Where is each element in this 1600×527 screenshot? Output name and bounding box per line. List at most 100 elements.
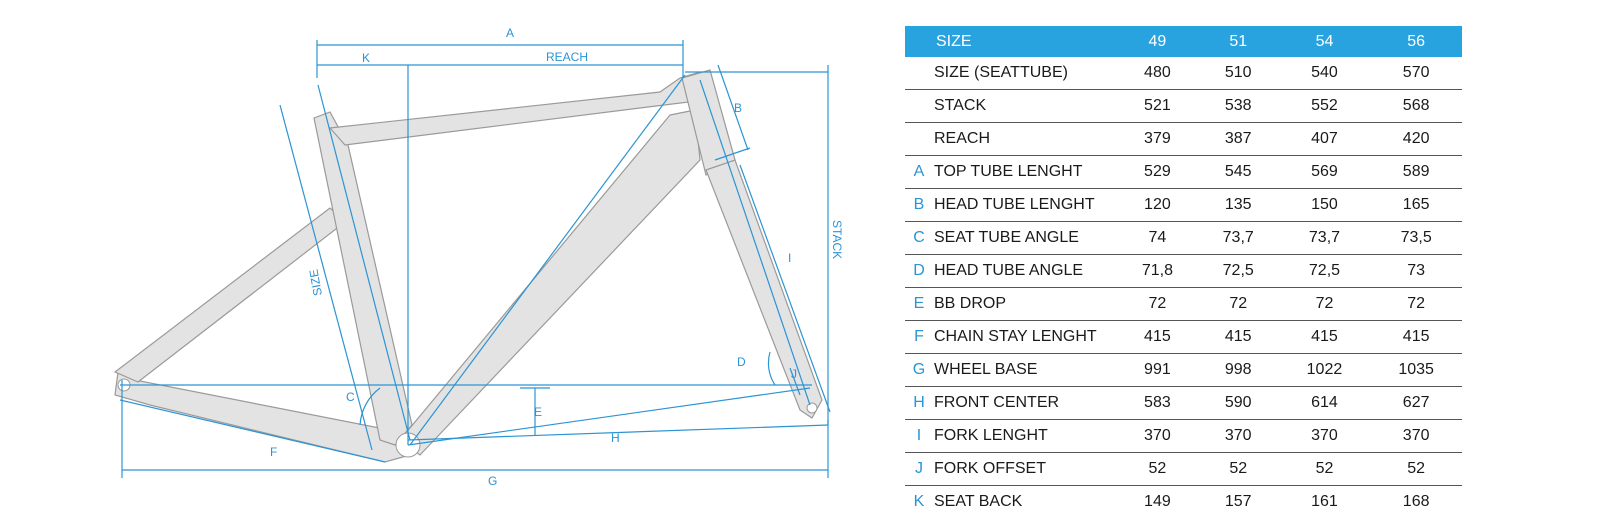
row-value: 370	[1278, 419, 1371, 453]
row-value: 52	[1117, 452, 1198, 486]
label-h: H	[611, 431, 620, 445]
table-header-row: SIZE 49 51 54 56	[905, 26, 1462, 57]
row-value: 583	[1117, 386, 1198, 420]
row-value: 538	[1197, 89, 1279, 123]
row-value: 73,5	[1370, 221, 1462, 255]
row-value: 415	[1117, 320, 1198, 354]
row-letter: B	[905, 188, 933, 222]
label-stack: STACK	[830, 220, 844, 259]
row-value: 52	[1370, 452, 1462, 486]
label-a: A	[506, 26, 514, 40]
row-letter: H	[905, 386, 933, 420]
row-value: 589	[1370, 155, 1462, 189]
header-size: SIZE	[933, 26, 1117, 57]
row-label: HEAD TUBE LENGHT	[933, 188, 1117, 222]
row-value: 529	[1117, 155, 1198, 189]
row-letter	[905, 57, 933, 90]
row-value: 73	[1370, 254, 1462, 288]
row-value: 72,5	[1278, 254, 1371, 288]
row-value: 415	[1278, 320, 1371, 354]
row-value: 72	[1197, 287, 1279, 321]
row-value: 480	[1117, 57, 1198, 90]
row-label: SEAT TUBE ANGLE	[933, 221, 1117, 255]
row-value: 590	[1197, 386, 1279, 420]
row-value: 379	[1117, 122, 1198, 156]
label-b: B	[734, 101, 742, 115]
row-value: 552	[1278, 89, 1371, 123]
row-value: 74	[1117, 221, 1198, 255]
row-value: 420	[1370, 122, 1462, 156]
row-label: STACK	[933, 89, 1117, 123]
label-d: D	[737, 355, 746, 369]
row-label: CHAIN STAY LENGHT	[933, 320, 1117, 354]
seat-tube	[313, 111, 413, 446]
row-value: 568	[1370, 89, 1462, 123]
row-value: 73,7	[1278, 221, 1371, 255]
row-value: 569	[1278, 155, 1371, 189]
header-size-56: 56	[1370, 26, 1462, 57]
row-value: 370	[1197, 419, 1279, 453]
row-letter: K	[913, 493, 925, 510]
row-value: 1022	[1278, 353, 1371, 387]
row-value: 627	[1370, 386, 1462, 420]
header-size-54: 54	[1278, 26, 1371, 57]
label-size: SIZE	[307, 268, 325, 297]
row-label: BB DROP	[933, 287, 1117, 321]
dimension-lines	[119, 40, 831, 478]
row-value: 545	[1197, 155, 1279, 189]
row-value: 570	[1370, 57, 1462, 90]
row-label: WHEEL BASE	[933, 353, 1117, 387]
row-value: 71,8	[1117, 254, 1198, 288]
row-letter	[905, 122, 933, 156]
row-label: SIZE (SEATTUBE)	[933, 57, 1117, 90]
down-tube	[399, 109, 701, 456]
row-value: 72	[1278, 287, 1371, 321]
row-value: 415	[1370, 320, 1462, 354]
row-letter: A	[905, 155, 933, 189]
row-value: 510	[1197, 57, 1279, 90]
row-value: 991	[1117, 353, 1198, 387]
row-value: 120	[1117, 188, 1198, 222]
row-value: 165	[1370, 188, 1462, 222]
header-size-49: 49	[1117, 26, 1198, 57]
row-value: 521	[1117, 89, 1198, 123]
label-c: C	[346, 390, 355, 404]
row-value: 52	[1197, 452, 1279, 486]
row-value: 135	[1197, 188, 1279, 222]
top-tube	[328, 71, 706, 146]
row-letter: I	[905, 419, 933, 453]
row-label: FRONT CENTER	[933, 386, 1117, 420]
row-value: 1035	[1370, 353, 1462, 387]
row-label: FORK OFFSET	[933, 452, 1117, 486]
row-letter: F	[905, 320, 933, 354]
row-value: 73,7	[1197, 221, 1279, 255]
row-letter	[905, 89, 933, 123]
fork-dropout	[806, 402, 818, 414]
row-value: 52	[1278, 452, 1371, 486]
label-i: I	[788, 251, 791, 265]
label-k: K	[362, 51, 370, 65]
header-size-51: 51	[1197, 26, 1279, 57]
label-j: J	[791, 367, 797, 381]
row-letter: J	[905, 452, 933, 486]
label-g: G	[488, 474, 497, 488]
row-value: 168	[1402, 493, 1430, 510]
row-value: 407	[1278, 122, 1371, 156]
row-value: 540	[1278, 57, 1371, 90]
row-letter: D	[905, 254, 933, 288]
row-value: 161	[1311, 493, 1338, 510]
row-value: 370	[1117, 419, 1198, 453]
row-label: TOP TUBE LENGHT	[933, 155, 1117, 189]
label-e: E	[534, 405, 542, 419]
chain-stay	[114, 371, 411, 463]
row-value: 150	[1278, 188, 1371, 222]
